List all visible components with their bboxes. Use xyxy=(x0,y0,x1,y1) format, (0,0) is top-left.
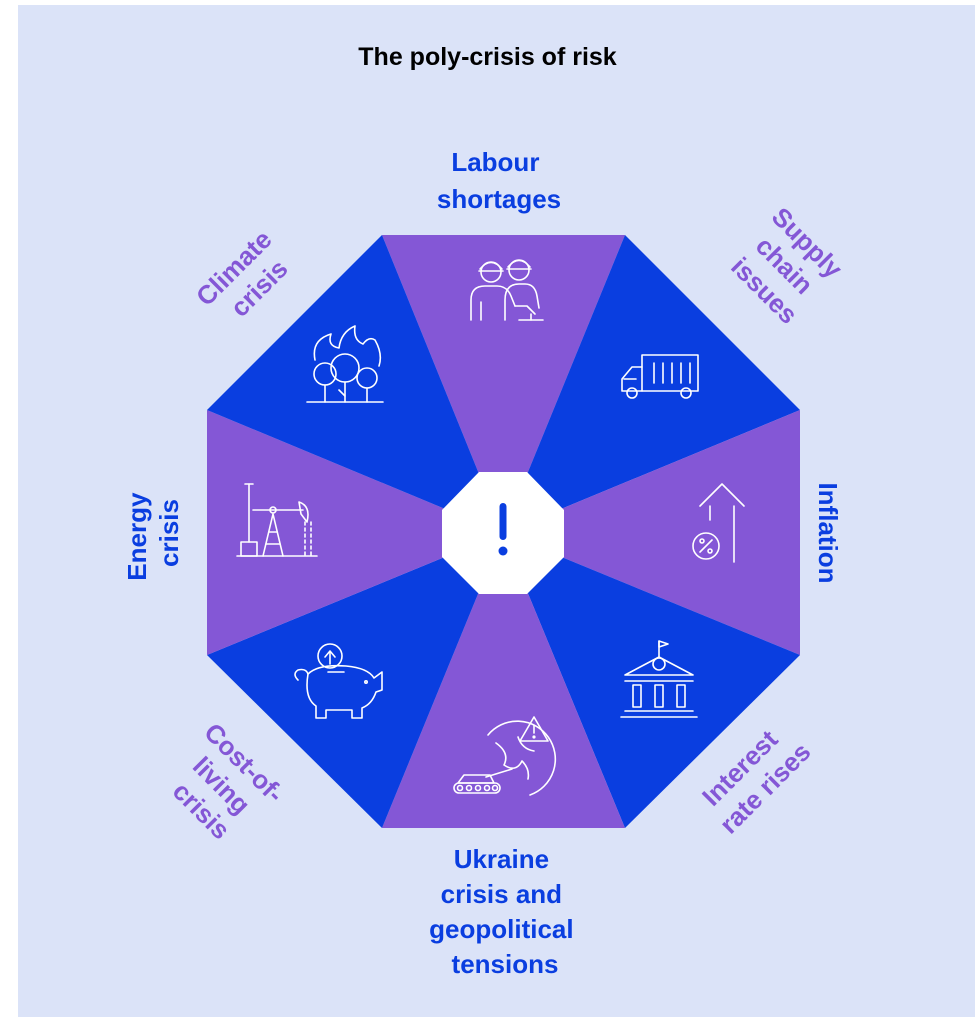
wedge-climate xyxy=(207,235,503,533)
label-inflation: Inflation xyxy=(813,482,843,583)
truck-icon xyxy=(621,354,699,399)
wedge-ukraine xyxy=(382,533,625,828)
label-labour: Labour shortages xyxy=(437,147,561,214)
exclamation-icon xyxy=(498,503,508,556)
label-supply-text: Supply chain issues xyxy=(721,201,854,334)
wedge-energy xyxy=(207,410,503,655)
oil-pump-icon xyxy=(236,483,318,557)
wedge-cost xyxy=(207,533,503,828)
label-labour-text: Labour shortages xyxy=(437,147,561,214)
forest-fire-icon xyxy=(306,325,384,403)
wedge-inflation xyxy=(503,410,800,655)
wedge-labour xyxy=(382,235,625,533)
label-cost-text: Cost-of- living crisis xyxy=(153,717,295,859)
label-inflation-text: Inflation xyxy=(813,482,843,583)
label-ukraine-text: Ukraine crisis and geopolitical tensions xyxy=(429,844,581,979)
percent-arrow-icon xyxy=(692,483,745,563)
label-climate-text: Climate crisis xyxy=(190,219,305,334)
label-ukraine: Ukraine crisis and geopolitical tensions xyxy=(429,844,581,979)
piggy-bank-icon xyxy=(294,643,383,719)
bank-icon xyxy=(620,640,698,718)
label-climate: Climate crisis xyxy=(190,219,305,334)
label-cost: Cost-of- living crisis xyxy=(153,717,295,859)
wedge-supply xyxy=(503,235,800,533)
label-supply: Supply chain issues xyxy=(721,201,854,334)
center-warning xyxy=(442,472,564,594)
label-energy: Energy crisis xyxy=(122,485,184,581)
label-energy-text: Energy crisis xyxy=(122,485,184,580)
workers-icon xyxy=(470,259,544,321)
globe-tank-icon xyxy=(453,716,557,796)
diagram-title: The poly-crisis of risk xyxy=(358,43,617,71)
